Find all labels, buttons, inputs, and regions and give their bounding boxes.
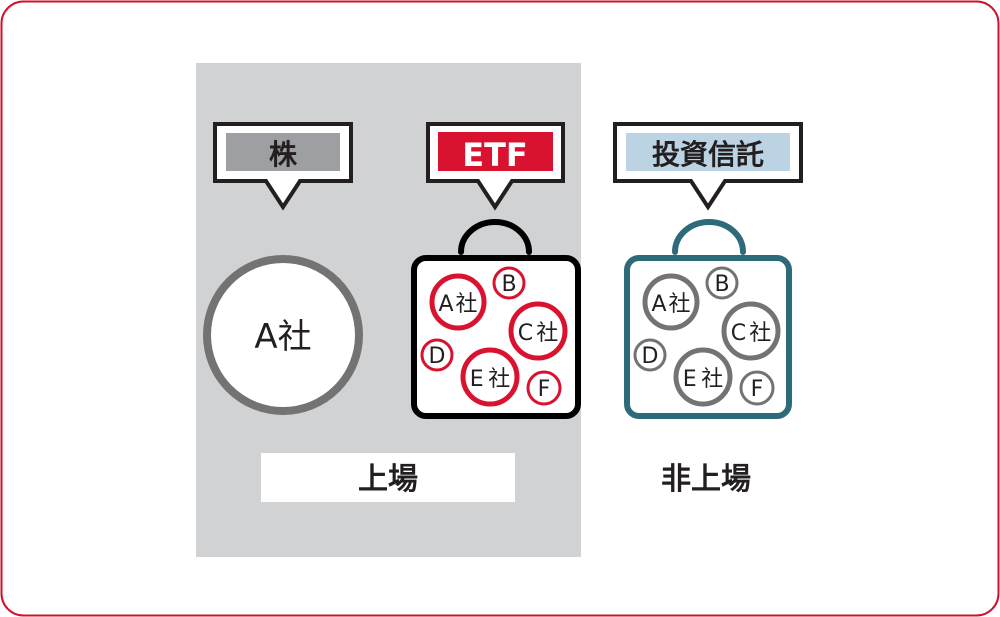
holding-label: D [642, 344, 659, 369]
fund-holdings: A社 BC社 D E社 F [633, 266, 781, 407]
holding-circle [721, 301, 781, 361]
listed-label: 上場 [358, 462, 418, 497]
holding-circle [429, 273, 487, 331]
holding-label: A社 [439, 292, 478, 317]
holding-label: D [429, 344, 446, 369]
etf-label: ETF [462, 136, 528, 174]
etf-holdings: A社 BC社 D E社 F [420, 266, 568, 407]
stock-company-label: A社 [254, 317, 311, 357]
stock-label: 株 [269, 138, 298, 171]
holding-circle [460, 347, 520, 407]
holding-circle [420, 338, 454, 372]
fund-callout: 投資信託 [613, 122, 803, 211]
holding-label: A社 [652, 292, 691, 317]
holding-label: B [501, 272, 516, 297]
holding-label: F [538, 377, 551, 402]
holding-circle [642, 273, 700, 331]
etf-callout: ETF [426, 122, 565, 211]
holding-label: B [714, 272, 729, 297]
holding-label: E社 [683, 367, 724, 392]
holding-circle [705, 266, 739, 300]
listed-box [261, 453, 515, 502]
fund-label: 投資信託 [652, 138, 764, 171]
holding-label: E社 [470, 367, 511, 392]
stock-circle: A社 [203, 255, 363, 415]
holding-label: F [751, 377, 764, 402]
holding-circle [633, 338, 667, 372]
unlisted-label: 非上場 [661, 462, 751, 497]
holding-circle [526, 370, 562, 406]
holding-label: C社 [518, 321, 559, 346]
holding-circle [492, 266, 526, 300]
holding-circle [673, 347, 733, 407]
holding-circle [508, 301, 568, 361]
stock-callout: 株 [213, 122, 353, 211]
holding-label: C社 [731, 321, 772, 346]
holding-circle [739, 370, 775, 406]
